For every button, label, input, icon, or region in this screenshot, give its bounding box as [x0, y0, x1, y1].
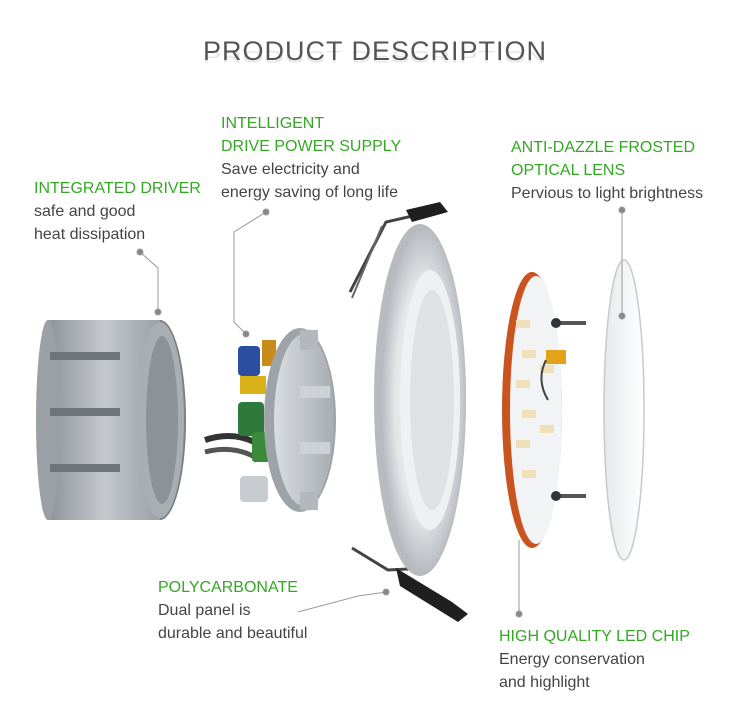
feature-drive-power: INTELLIGENT DRIVE POWER SUPPLY Save elec…: [221, 112, 401, 204]
driver-module: [204, 328, 336, 512]
front-panel: [348, 202, 468, 622]
feature-text: heat dissipation: [34, 226, 146, 243]
feature-text: Dual panel is: [158, 602, 251, 619]
heat-sink: [36, 320, 186, 520]
leader-lines: [136, 206, 626, 618]
feature-heading: HIGH QUALITY LED CHIP: [499, 628, 690, 645]
feature-text: Energy conservation: [499, 651, 645, 668]
feature-integrated-driver: INTEGRATED DRIVER safe and good heat dis…: [34, 177, 201, 246]
feature-text: Save electricity and: [221, 161, 360, 178]
led-board: [502, 272, 566, 548]
feature-heading: DRIVE POWER SUPPLY: [221, 138, 402, 155]
feature-heading: POLYCARBONATE: [158, 579, 298, 596]
feature-text: durable and beautiful: [158, 625, 308, 642]
page-title-reflection: PRODUCT DESCRIPTION: [202, 48, 548, 67]
feature-heading: INTEGRATED DRIVER: [34, 180, 201, 197]
feature-text: safe and good: [34, 203, 136, 220]
feature-led-chip: HIGH QUALITY LED CHIP Energy conservatio…: [499, 625, 690, 694]
feature-text: energy saving of long life: [221, 184, 398, 201]
page-title: PRODUCT DESCRIPTION: [202, 36, 548, 66]
feature-text: Pervious to light brightness: [511, 185, 704, 202]
feature-text: and highlight: [499, 674, 590, 691]
feature-heading: INTELLIGENT: [221, 115, 325, 132]
feature-optical-lens: ANTI-DAZZLE FROSTED OPTICAL LENS Perviou…: [511, 136, 703, 205]
frosted-lens: [603, 259, 645, 561]
feature-polycarbonate: POLYCARBONATE Dual panel is durable and …: [158, 576, 307, 645]
feature-heading: ANTI-DAZZLE FROSTED: [511, 139, 696, 156]
feature-heading: OPTICAL LENS: [511, 162, 626, 179]
screws: [551, 318, 586, 501]
